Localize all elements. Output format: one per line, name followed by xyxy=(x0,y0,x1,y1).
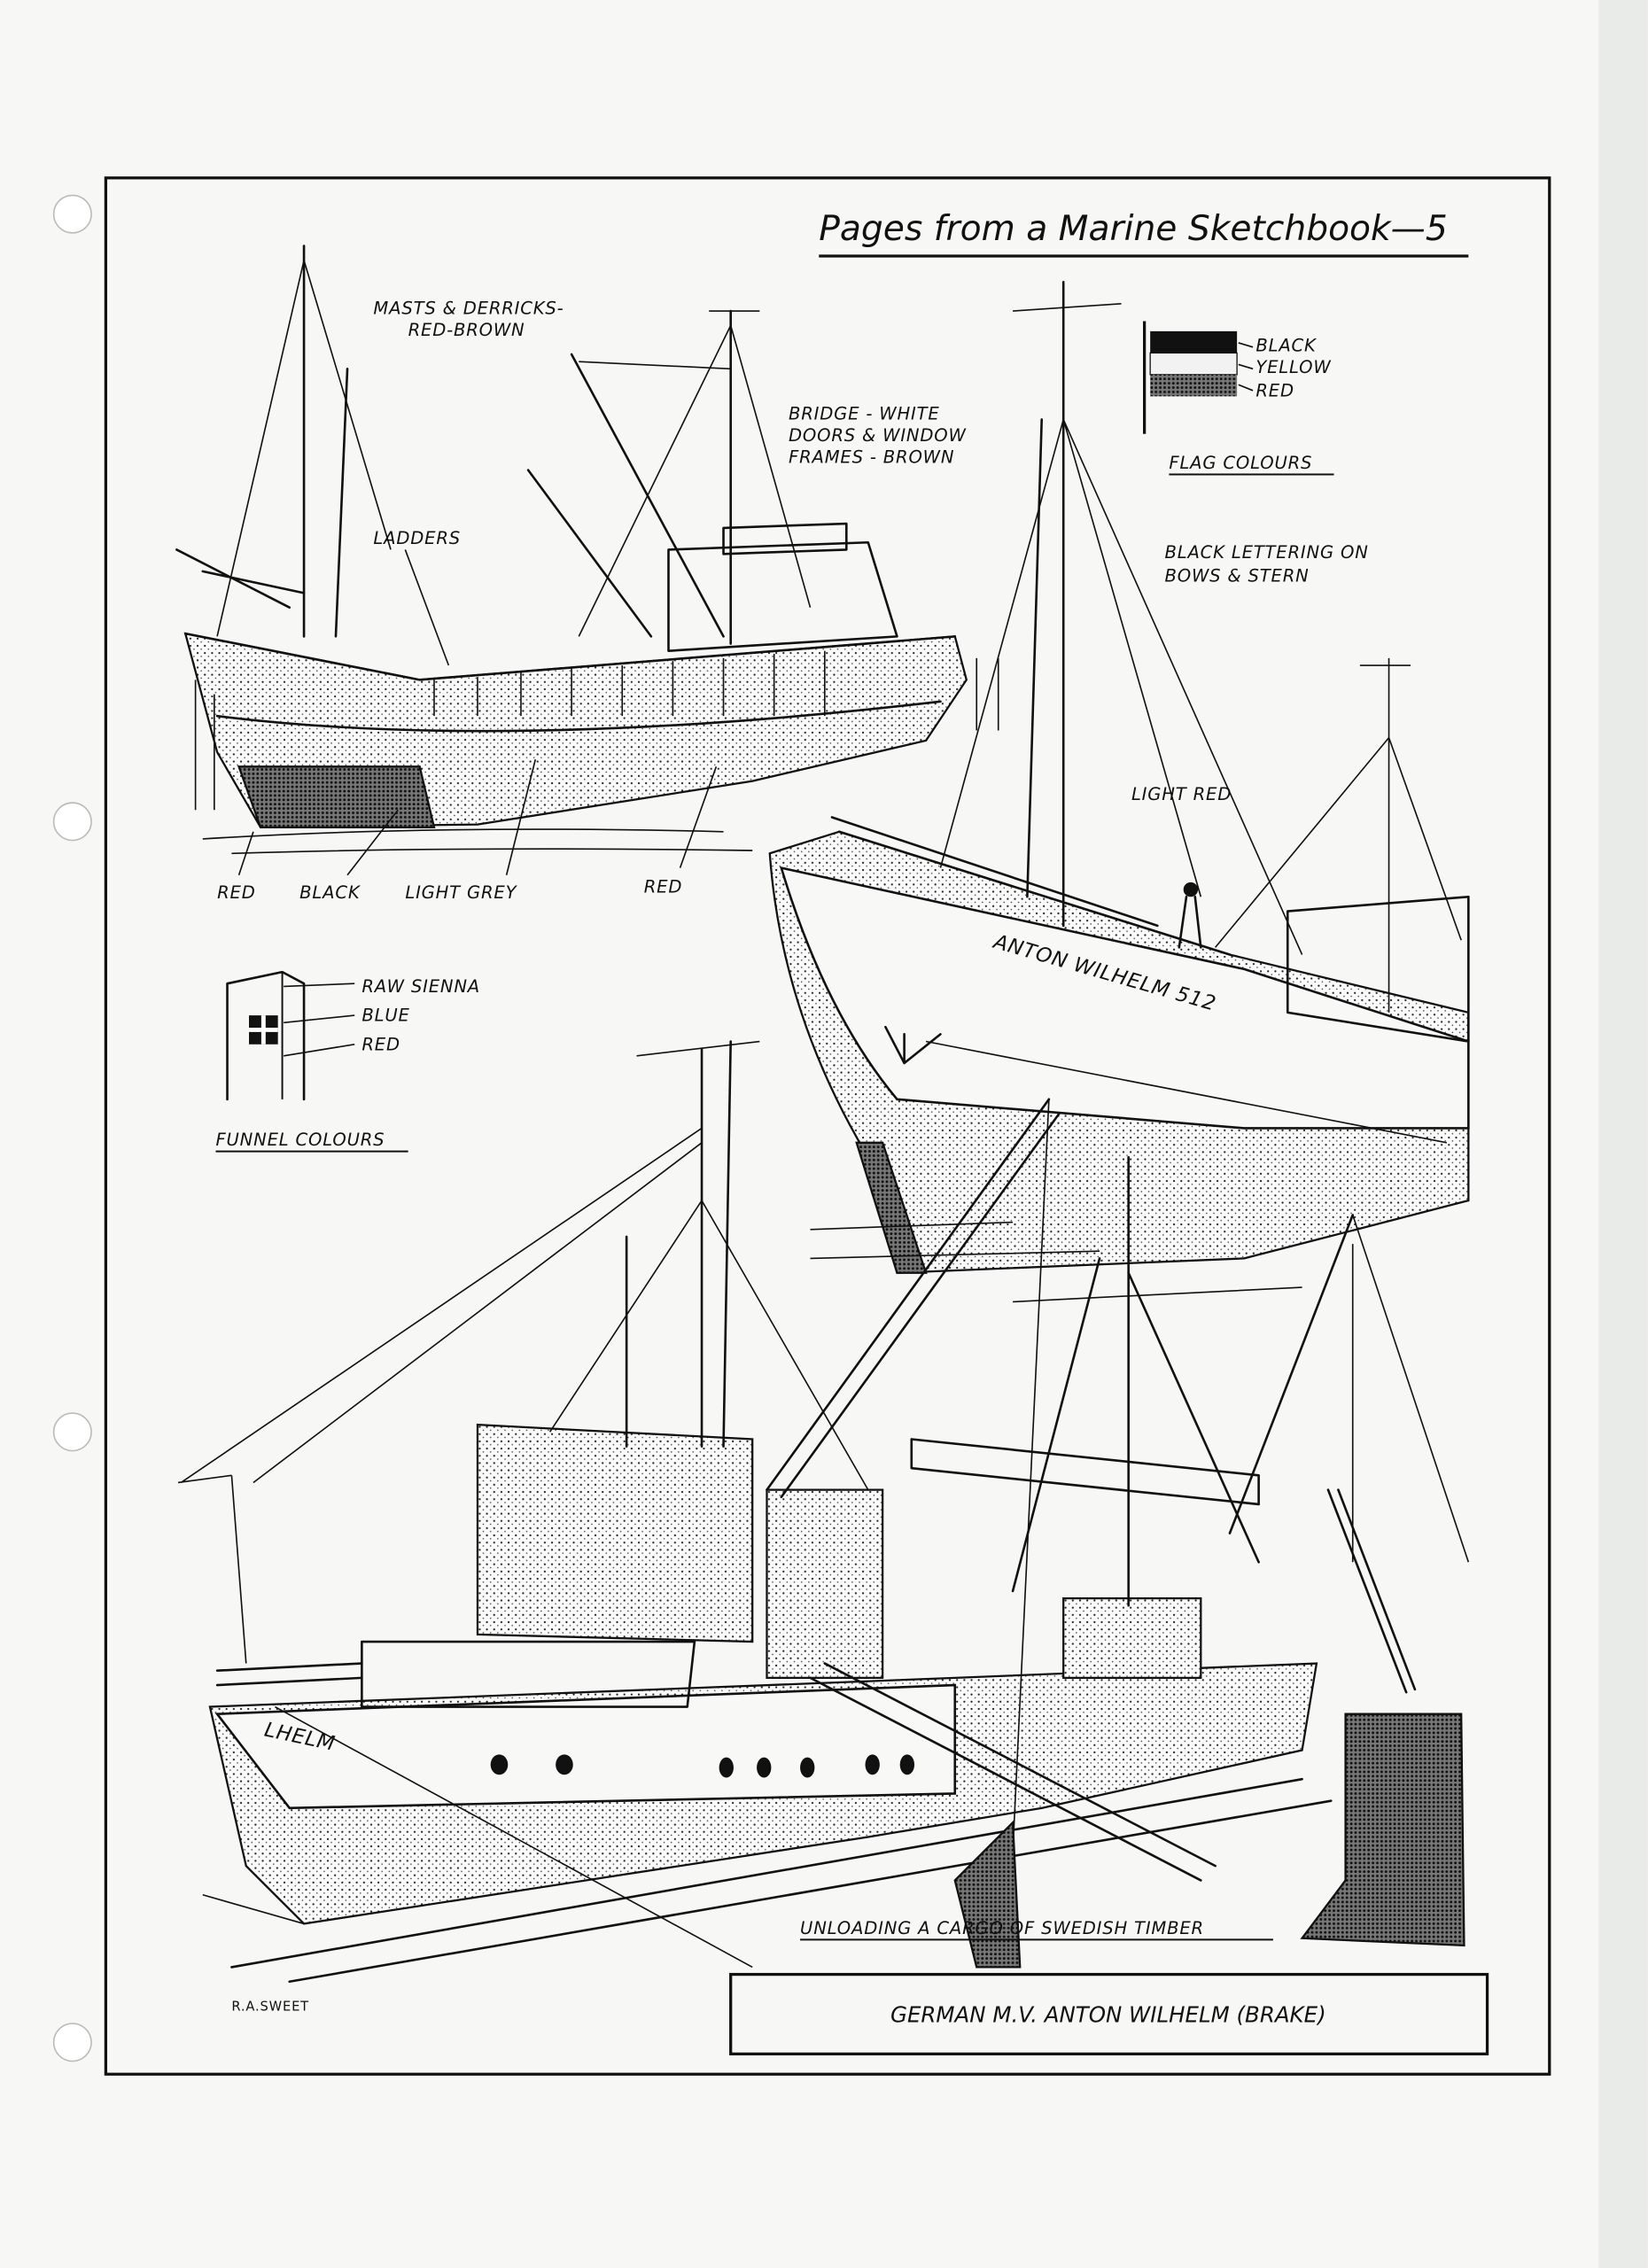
lettering-note-line2: BOWS & STERN xyxy=(1164,565,1309,586)
hull-red-label-2: RED xyxy=(644,876,683,897)
funnel-illustration xyxy=(226,970,355,1101)
bottom-ship-illustration xyxy=(177,1040,1470,1984)
funnel-red-label: RED xyxy=(361,1034,400,1054)
punch-holes xyxy=(52,194,92,2062)
masts-colour-label: RED-BROWN xyxy=(408,320,525,340)
ladders-label: LADDERS xyxy=(373,528,461,548)
funnel-blue-label: BLUE xyxy=(361,1006,409,1026)
flag-colours-heading: FLAG COLOURS xyxy=(1169,453,1312,473)
artist-signature: R.A.SWEET xyxy=(231,1999,309,2014)
bridge-label: BRIDGE - WHITE xyxy=(789,403,940,423)
page-frame xyxy=(104,176,1551,2076)
flag-yellow-label: YELLOW xyxy=(1255,357,1331,377)
flag-black-label: BLACK xyxy=(1255,336,1318,356)
unloading-caption: UNLOADING A CARGO OF SWEDISH TIMBER xyxy=(800,1918,1204,1938)
caption-box xyxy=(729,1972,1489,2055)
page-title: Pages from a Marine Sketchbook—5 xyxy=(819,209,1447,249)
german-flag-illustration xyxy=(1143,321,1254,434)
light-red-label: LIGHT RED xyxy=(1131,784,1232,804)
funnel-raw-sienna-label: RAW SIENNA xyxy=(361,976,480,997)
masts-label: MASTS & DERRICKS- xyxy=(373,298,564,318)
funnel-colours-heading: FUNNEL COLOURS xyxy=(215,1130,385,1150)
hull-red-label: RED xyxy=(217,882,255,903)
lettering-note-line1: BLACK LETTERING ON xyxy=(1164,542,1368,563)
flag-red-label: RED xyxy=(1255,380,1294,400)
frames-label: FRAMES - BROWN xyxy=(789,447,954,467)
hull-black-label: BLACK xyxy=(299,882,361,903)
top-ship-illustration xyxy=(175,245,999,876)
bow-ship-illustration xyxy=(768,281,1470,1303)
doors-label: DOORS & WINDOW xyxy=(789,425,967,446)
hull-light-grey-label: LIGHT GREY xyxy=(405,882,517,903)
scan-edge xyxy=(1598,0,1648,2268)
page-caption: GERMAN M.V. ANTON WILHELM (BRAKE) xyxy=(890,2001,1326,2027)
